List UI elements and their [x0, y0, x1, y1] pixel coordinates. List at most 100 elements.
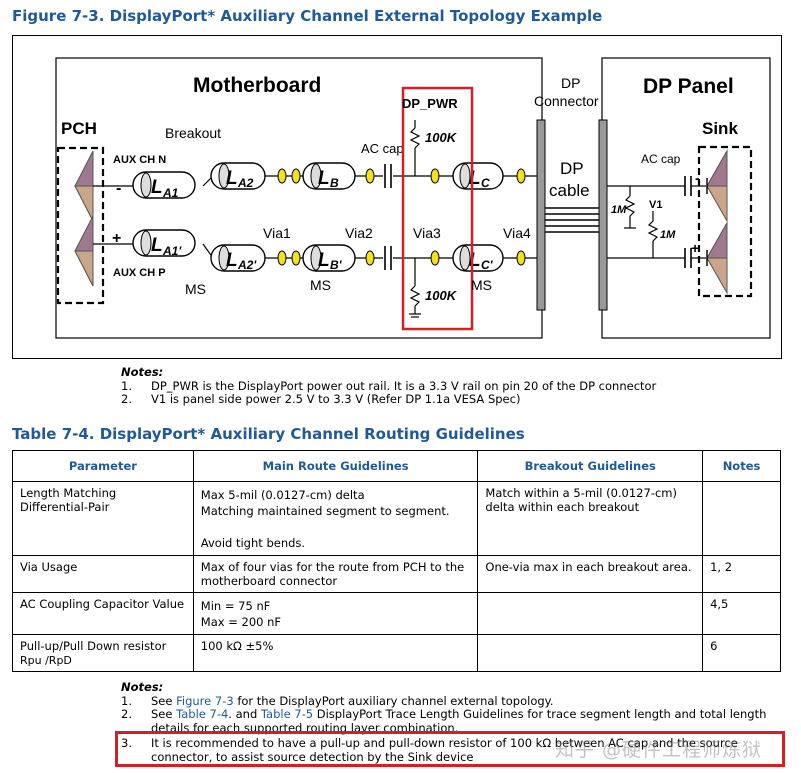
aux-ch-p-label: AUX CH P	[113, 267, 166, 279]
panel-resistors	[624, 186, 659, 258]
segment-lb-prime: L B'	[302, 244, 356, 272]
cell-param: Pull-up/Pull Down resistor Rpu /RpD	[12, 634, 194, 672]
svg-text:A2': A2'	[237, 258, 257, 272]
dp-cable-label-1: DP	[560, 159, 584, 178]
table-row: Length Matching Differential-Pair Max 5-…	[12, 481, 781, 556]
pch-box	[56, 146, 105, 305]
dp-connector-right	[598, 119, 608, 311]
dp-connector-label-1: DP	[561, 75, 580, 91]
cell-main: 100 kΩ ±5%	[192, 634, 479, 672]
notes-heading: Notes:	[121, 365, 164, 379]
pull-resistors	[409, 120, 421, 318]
dp-connector-label-2: Connector	[534, 93, 599, 109]
ms-label-3: MS	[471, 277, 492, 293]
pch-buffer-n	[74, 150, 94, 222]
ac-cap-label-left: AC cap	[361, 141, 404, 156]
segment-lc: L C	[452, 162, 504, 190]
topology-diagram: Motherboard DP Panel PCH Breakout AUX CH…	[55, 57, 771, 339]
figure-notes: Notes: 1.DP_PWR is the DisplayPort power…	[121, 365, 657, 407]
sink-buffer-p	[706, 221, 728, 295]
svg-text:L: L	[151, 177, 163, 198]
cell-param: Via Usage	[12, 555, 194, 593]
cell-main: Max 5-mil (0.0127-cm) delta Matching mai…	[192, 481, 479, 556]
dp-cable-label-2: cable	[549, 181, 590, 200]
plus-sign: +	[112, 230, 121, 247]
svg-text:A1: A1	[162, 186, 179, 200]
ac-cap-panel	[684, 176, 692, 268]
v1-label: V1	[649, 199, 662, 211]
table-7-4-link[interactable]: Table 7-4	[176, 707, 229, 721]
r-bottom-label: 100K	[425, 288, 458, 303]
svg-text:L: L	[469, 250, 481, 271]
segment-lb: L B	[302, 162, 356, 190]
svg-text:L: L	[318, 250, 330, 271]
segment-la2: L A2	[210, 162, 266, 190]
cell-notes: 6	[702, 634, 781, 672]
svg-text:C': C'	[481, 258, 494, 272]
svg-text:L: L	[469, 168, 481, 189]
cell-breakout: One-via max in each breakout area.	[477, 555, 704, 593]
pch-label: PCH	[61, 119, 97, 138]
r-1m-right-label: 1M	[660, 229, 676, 241]
aux-ch-n-label: AUX CH N	[113, 154, 166, 166]
note-item: 1.DP_PWR is the DisplayPort power out ra…	[121, 378, 657, 393]
r-1m-left-label: 1M	[611, 204, 627, 216]
topology-figure: Motherboard DP Panel PCH Breakout AUX CH…	[12, 35, 782, 359]
segment-la2-prime: L A2'	[210, 244, 266, 272]
col-header-notes: Notes	[702, 450, 781, 482]
cell-main: Max of four vias for the route from PCH …	[192, 555, 479, 593]
svg-text:L: L	[226, 250, 238, 271]
svg-text:A2: A2	[237, 176, 254, 190]
cell-breakout	[477, 634, 704, 672]
cell-param: AC Coupling Capacitor Value	[12, 592, 194, 635]
notes-heading: Notes:	[121, 680, 164, 694]
ms-label-1: MS	[185, 281, 206, 297]
figure-link[interactable]: Figure 7-3	[176, 693, 234, 708]
table-row: Pull-up/Pull Down resistor Rpu /RpD 100 …	[12, 634, 781, 672]
via1-label: Via1	[263, 225, 291, 241]
ac-cap-mb	[384, 164, 392, 270]
sink-box	[697, 145, 753, 298]
table-row: Via Usage Max of four vias for the route…	[12, 555, 781, 593]
dp-connector-left	[536, 119, 546, 311]
pch-buffer-p	[74, 215, 94, 287]
dp-panel-label: DP Panel	[643, 75, 734, 98]
figure-title: Figure 7-3. DisplayPort* Auxiliary Chann…	[12, 7, 603, 25]
via2-label: Via2	[345, 225, 373, 241]
r-top-label: 100K	[425, 130, 458, 145]
cell-notes	[702, 481, 781, 556]
cell-breakout: Match within a 5-mil (0.0127-cm) delta w…	[477, 481, 704, 556]
cell-main: Min = 75 nF Max = 200 nF	[192, 592, 479, 635]
motherboard-label: Motherboard	[193, 74, 321, 97]
segment-lc-prime: L C'	[452, 244, 504, 272]
svg-text:B': B'	[330, 258, 343, 272]
cell-notes: 1, 2	[702, 555, 781, 593]
note-item: 2. See Table 7-4. and Table 7-5 DisplayP…	[121, 707, 767, 735]
svg-text:C: C	[481, 176, 490, 190]
svg-text:A1': A1'	[162, 244, 182, 258]
ac-cap-label-right: AC cap	[641, 152, 681, 166]
minus-sign-right: -	[695, 170, 700, 186]
via4-label: Via4	[503, 225, 531, 241]
cell-breakout	[477, 592, 704, 635]
pull-resistor-symbols: Rpu /RpD	[20, 653, 72, 667]
dp-cable-lines	[545, 207, 599, 233]
watermark-text: 知乎 @硬件工程师炼狱	[555, 739, 763, 761]
svg-text:L: L	[318, 168, 330, 189]
table-row: AC Coupling Capacitor Value Min = 75 nF …	[12, 592, 781, 635]
table-title: Table 7-4. DisplayPort* Auxiliary Channe…	[12, 425, 525, 443]
svg-text:L: L	[226, 168, 238, 189]
table-notes: Notes: 1. See Figure 7-3 for the Display…	[121, 680, 781, 764]
note-item: 3. It is recommended to have a pull-up a…	[121, 736, 738, 764]
note-item: 2.V1 is panel side power 2.5 V to 3.3 V …	[121, 392, 521, 406]
col-header-parameter: Parameter	[12, 450, 194, 482]
motherboard-box	[55, 57, 543, 339]
pull-resistor-highlight	[401, 86, 474, 331]
note-item: 1. See Figure 7-3 for the DisplayPort au…	[121, 693, 554, 708]
svg-text:L: L	[151, 235, 163, 256]
sink-label: Sink	[702, 119, 738, 138]
table-7-5-link[interactable]: Table 7-5	[260, 707, 314, 721]
cell-notes: 4,5	[702, 592, 781, 635]
via3-label: Via3	[413, 225, 441, 241]
breakout-label: Breakout	[165, 125, 221, 141]
